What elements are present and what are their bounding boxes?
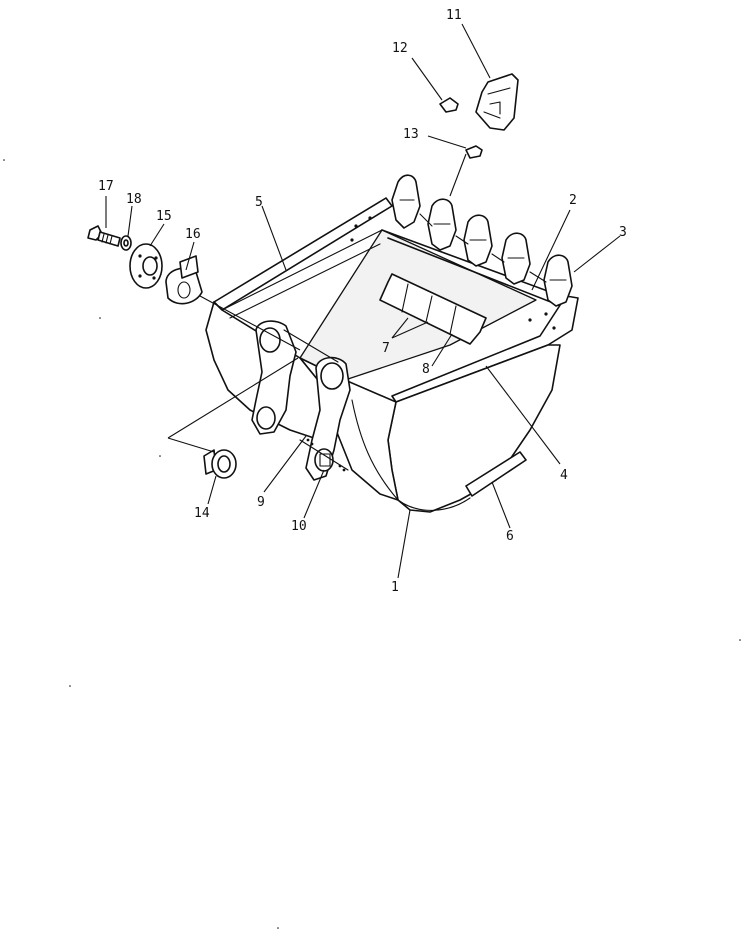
callout-18: 18 bbox=[126, 192, 142, 207]
callout-5: 5 bbox=[255, 195, 263, 210]
callout-9: 9 bbox=[257, 495, 265, 510]
plate-part bbox=[129, 243, 163, 289]
wear-plates bbox=[379, 273, 487, 345]
linkage-bosses bbox=[251, 320, 351, 481]
tooth-adapter-part bbox=[475, 73, 519, 131]
scan-specks bbox=[3, 159, 741, 929]
callout-10: 10 bbox=[291, 519, 307, 534]
callout-16: 16 bbox=[185, 227, 201, 242]
callout-4: 4 bbox=[560, 468, 568, 483]
callout-13: 13 bbox=[403, 127, 419, 142]
bushing-part bbox=[203, 449, 237, 479]
pin-part bbox=[439, 97, 459, 113]
shim-part bbox=[165, 255, 203, 305]
callout-14: 14 bbox=[194, 506, 210, 521]
callout-labels: 1 2 3 4 5 6 7 8 9 10 11 12 13 14 15 16 1… bbox=[98, 8, 627, 595]
callout-7: 7 bbox=[382, 341, 390, 356]
bucket-teeth bbox=[391, 174, 573, 307]
callout-8: 8 bbox=[422, 362, 430, 377]
callout-3: 3 bbox=[619, 225, 627, 240]
callout-6: 6 bbox=[506, 529, 514, 544]
callout-11: 11 bbox=[446, 8, 462, 23]
callout-leaders bbox=[105, 23, 621, 579]
callout-15: 15 bbox=[156, 209, 172, 224]
callout-12: 12 bbox=[392, 41, 408, 56]
assembly-lines bbox=[167, 153, 467, 453]
callout-1: 1 bbox=[391, 580, 399, 595]
bolt-part bbox=[87, 225, 121, 247]
washer-part bbox=[120, 235, 132, 251]
callout-17: 17 bbox=[98, 179, 114, 194]
callout-2: 2 bbox=[569, 193, 577, 208]
lock-part bbox=[465, 145, 483, 159]
